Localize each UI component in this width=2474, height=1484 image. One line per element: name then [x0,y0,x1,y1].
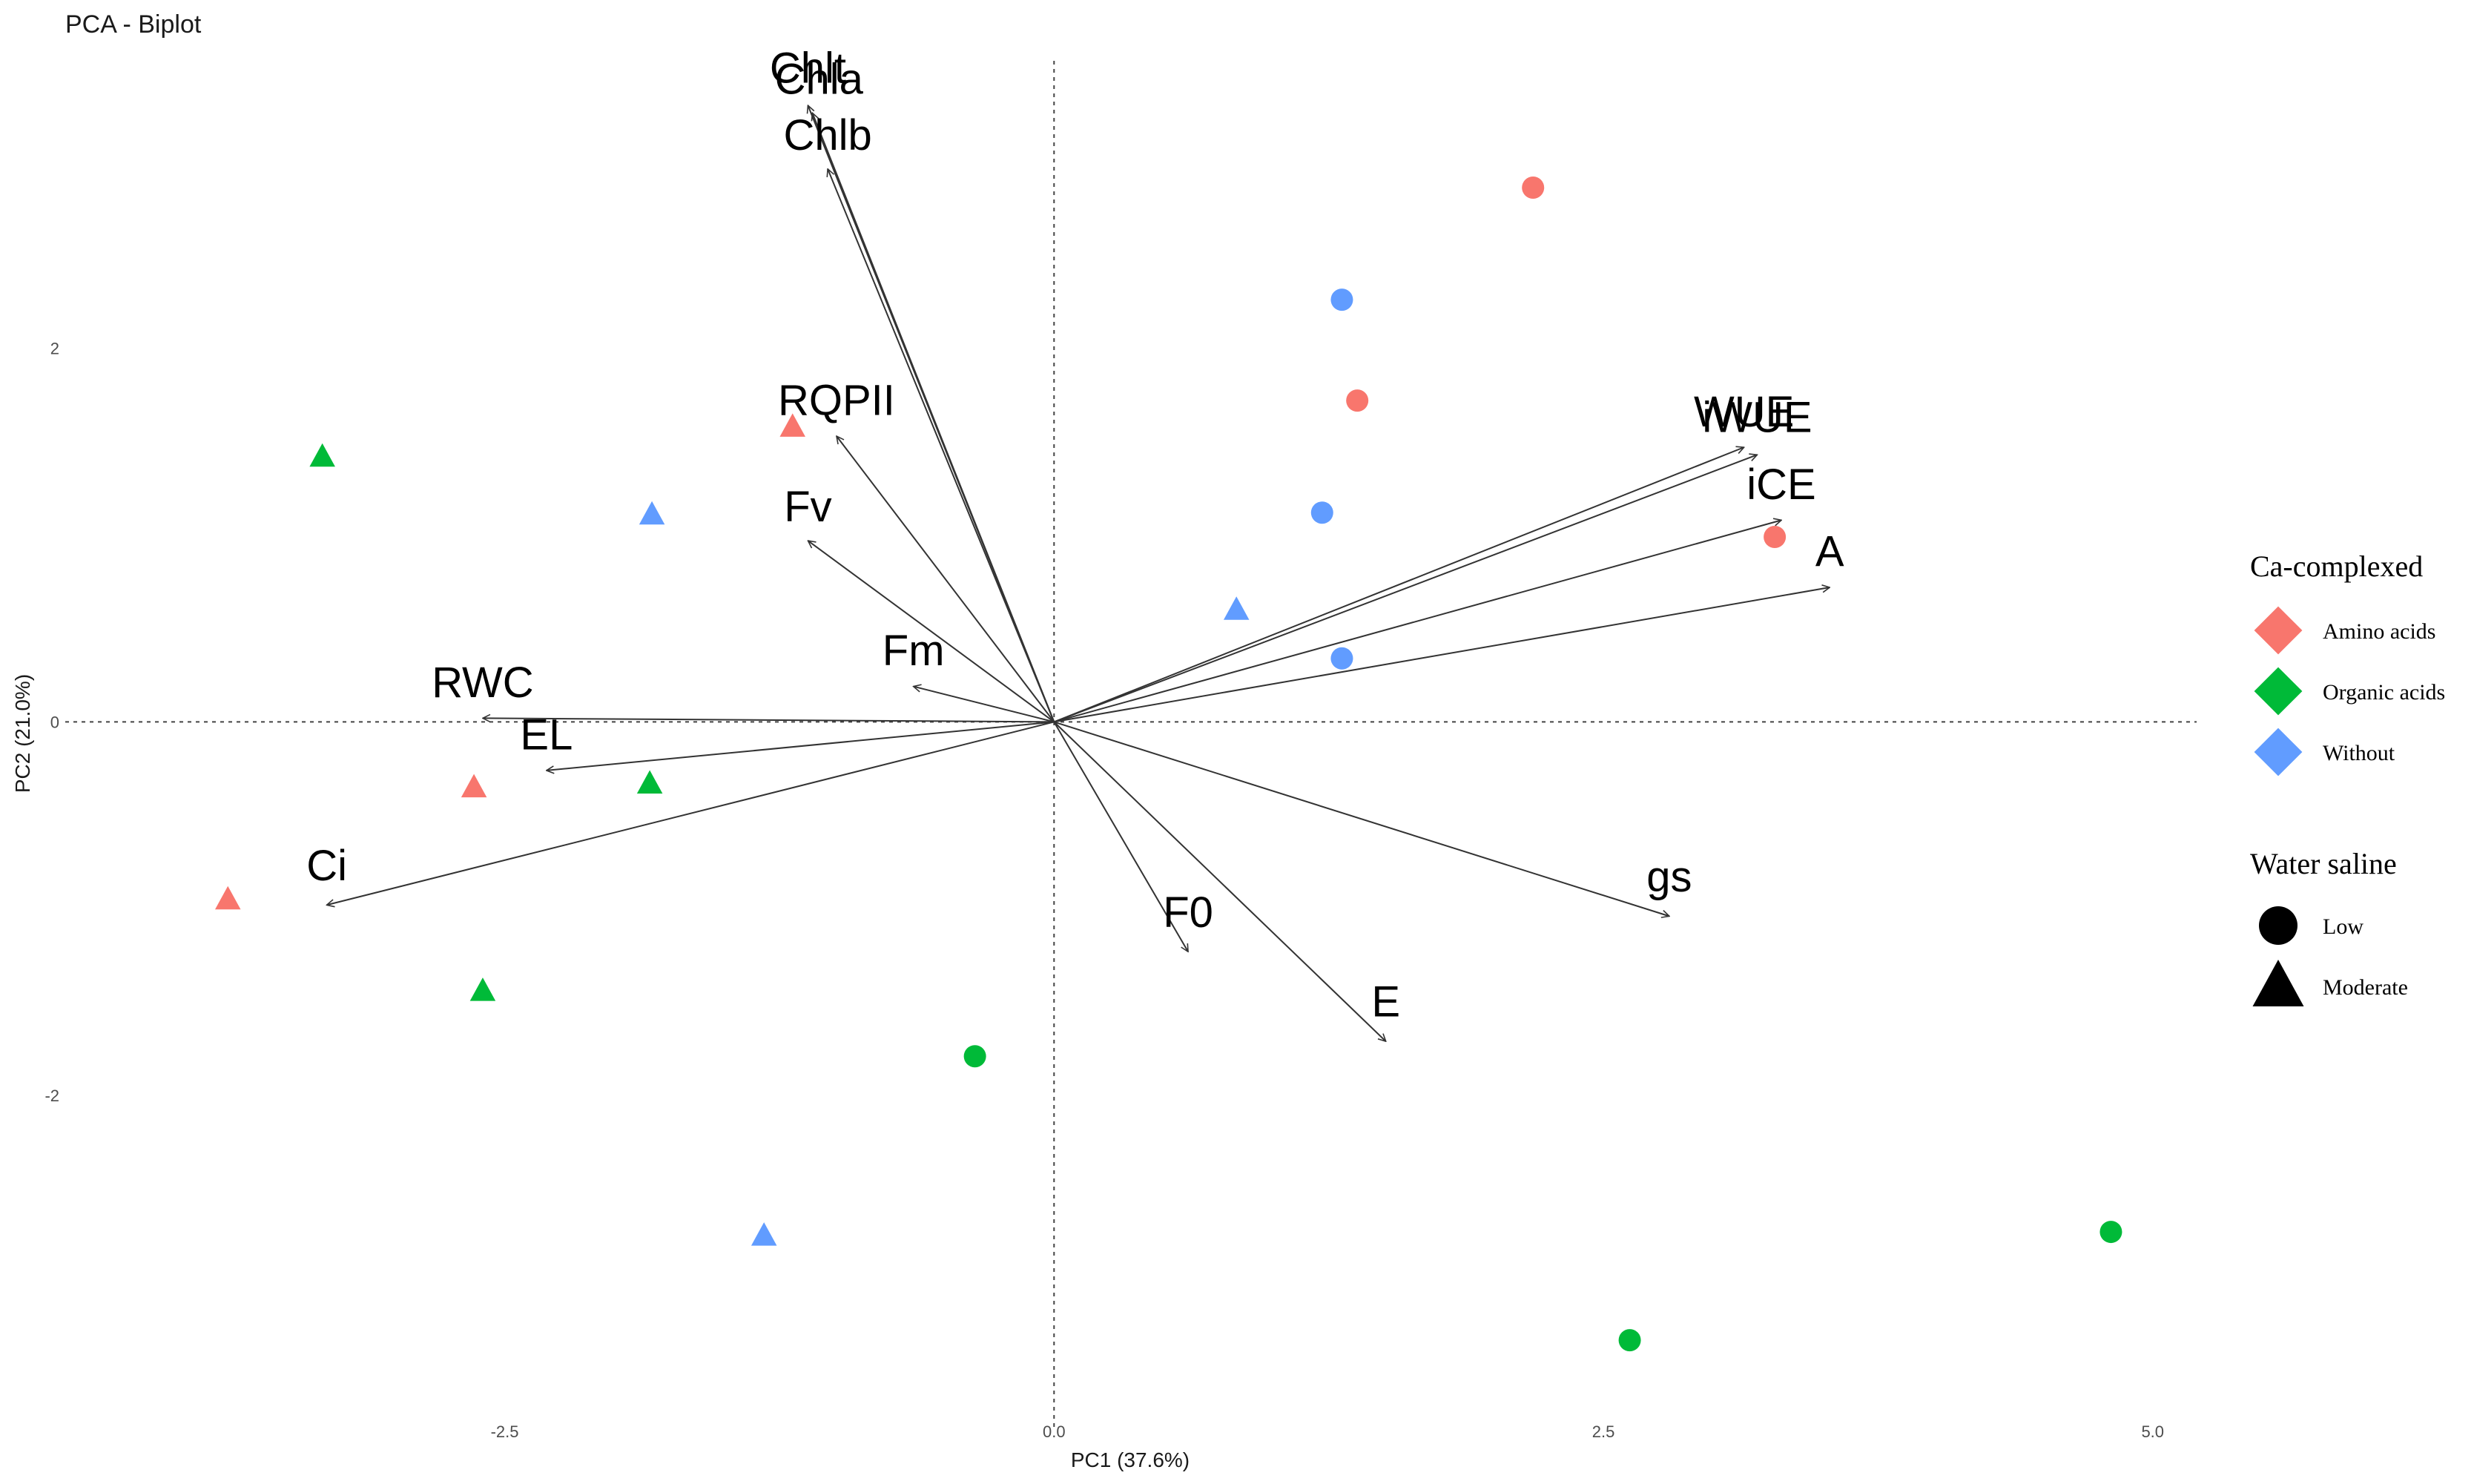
point-16 [639,501,665,525]
observation-points [215,176,2122,1352]
y-axis-title: PC2 (21.0%) [11,674,34,793]
point-14 [1310,501,1333,524]
point-2 [1346,389,1369,412]
point-7 [963,1045,986,1068]
legend-label: Organic acids [2323,680,2445,705]
point-11 [636,770,663,794]
x-axis-title: PC1 (37.6%) [1071,1448,1190,1471]
legend-label: Moderate [2323,975,2408,1000]
chart-title: PCA - Biplot [65,10,202,39]
point-5 [461,774,487,798]
legend-key-low [2259,906,2297,945]
variable-label-a: A [1815,528,1844,576]
variable-label-ci: Ci [306,842,347,890]
y-tick-label: 2 [50,340,59,358]
point-3 [1764,526,1787,549]
y-tick-label: -2 [44,1086,59,1105]
point-13 [1330,288,1353,311]
loading-arrow-iwue [1053,455,1757,723]
point-15 [1330,647,1353,670]
variable-label-gs: gs [1646,853,1692,901]
variable-label-rwc: RWC [432,659,533,707]
y-tick-label: 0 [50,713,59,731]
variable-label-el: EL [520,711,573,759]
loading-arrow-fv [808,541,1055,723]
axis-ticks: -2.5 0.0 2.5 5.0 2 0 -2 [44,340,2164,1441]
point-10 [309,443,335,467]
loading-arrow-chlb [828,169,1055,722]
legend-shape-title: Water saline [2250,847,2397,880]
loading-arrow-fm [914,687,1055,723]
loading-arrow-rqpii [837,436,1055,723]
legend-label: Amino acids [2323,619,2435,644]
legend-key-amino-acids [2254,606,2303,655]
x-tick-label: -2.5 [491,1422,519,1441]
variable-label-rqpii: RQPII [778,377,895,425]
legend-label: Low [2323,914,2364,939]
point-1 [1522,176,1545,199]
loading-arrow-e [1053,721,1385,1041]
x-tick-label: 5.0 [2141,1422,2164,1441]
point-4 [779,413,805,437]
loading-arrow-rwc [483,718,1055,723]
loading-arrow-gs [1053,721,1669,916]
legend-key-without [2254,728,2303,776]
x-tick-label: 2.5 [1592,1422,1615,1441]
point-12 [469,977,496,1001]
point-9 [2099,1221,2122,1244]
loading-arrow-a [1054,587,1830,723]
variable-label-chla: Chla [775,55,864,103]
legend-key-moderate [2252,960,2304,1006]
variable-label-iwue: iWUE [1702,393,1812,441]
point-6 [215,886,241,910]
variable-label-e: E [1371,978,1400,1026]
variable-label-wue: WUE [1694,388,1794,436]
loading-arrow-wue [1053,447,1744,723]
point-8 [1618,1329,1641,1352]
loading-arrow-ci [327,721,1055,905]
loading-arrow-el [547,721,1055,770]
legend-label: Without [2323,741,2395,765]
point-18 [751,1222,777,1246]
reference-lines [65,61,2197,1427]
loading-arrow-ice [1054,520,1781,723]
legend: Ca-complexed Water saline Amino acidsOrg… [2250,550,2445,1006]
loading-arrow-chla [812,113,1055,722]
variable-label-chlt: Chlt [770,44,846,92]
legend-color-title: Ca-complexed [2250,550,2423,583]
x-tick-label: 0.0 [1043,1422,1066,1441]
variable-label-fv: Fv [784,483,831,531]
variable-label-ice: iCE [1746,461,1815,509]
variable-label-f0: F0 [1163,888,1213,937]
variable-label-chlb: Chlb [783,111,871,159]
point-17 [1223,596,1250,620]
variable-label-fm: Fm [883,627,945,675]
loading-arrow-f0 [1053,721,1188,952]
loading-vectors [327,105,1830,1041]
legend-key-organic-acids [2254,667,2303,716]
